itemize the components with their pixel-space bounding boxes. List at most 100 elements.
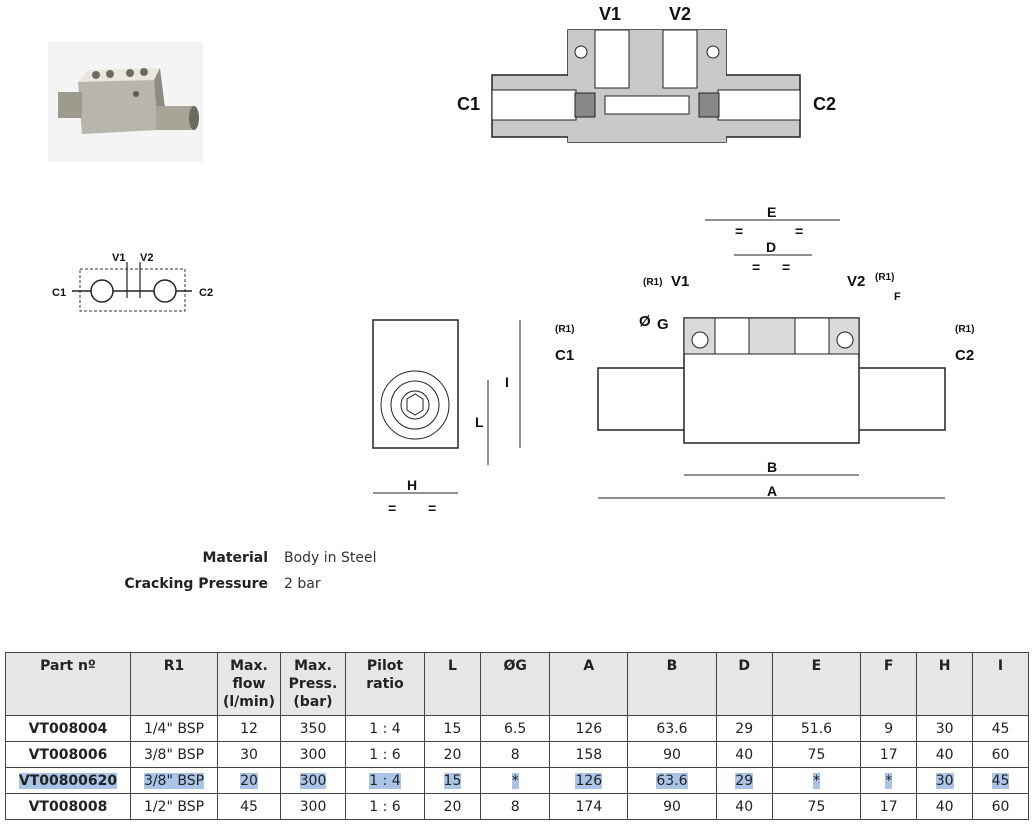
hydraulic-symbol: V1 V2 C1 C2 — [52, 248, 222, 318]
svg-text:=: = — [735, 223, 743, 239]
property-value: Body in Steel — [284, 550, 377, 566]
svg-text:V2: V2 — [669, 4, 691, 24]
svg-text:H: H — [407, 477, 417, 493]
specification-table: Part nº R1 Max. flow (l/min) Max. Press.… — [5, 652, 1029, 820]
cell-max-flow: 45 — [217, 793, 281, 820]
cell-b: 63.6 — [627, 767, 717, 794]
svg-text:Ø: Ø — [639, 313, 651, 330]
svg-text:=: = — [795, 223, 803, 239]
svg-text:=: = — [428, 500, 436, 516]
cell-r1: 3/8" BSP — [130, 767, 218, 794]
cell-g: 6.5 — [479, 715, 551, 742]
cell-max-flow: 20 — [217, 767, 281, 794]
cell-max-press: 300 — [280, 741, 346, 768]
svg-text:=: = — [782, 259, 790, 275]
svg-text:B: B — [767, 459, 777, 475]
cell-f: 17 — [860, 793, 918, 820]
header-i: I — [972, 652, 1029, 716]
cell-pilot-ratio: 1 : 6 — [345, 793, 425, 820]
header-l: L — [424, 652, 481, 716]
cell-a: 126 — [549, 715, 629, 742]
cell-max-press: 350 — [280, 715, 346, 742]
cell-b: 63.6 — [627, 715, 717, 742]
cell-b: 90 — [627, 793, 717, 820]
cell-e: 51.6 — [771, 715, 862, 742]
header-h: H — [916, 652, 974, 716]
cell-h: 30 — [916, 715, 974, 742]
cell-max-flow: 30 — [217, 741, 281, 768]
cell-pilot-ratio: 1 : 6 — [345, 741, 425, 768]
cell-i: 45 — [972, 767, 1029, 794]
cell-pilot-ratio: 1 : 4 — [345, 715, 425, 742]
header-g: ØG — [479, 652, 551, 716]
cell-i: 60 — [972, 741, 1029, 768]
dimension-drawing: H = = I L E = = D = = (R1) V1 V2 (R1) F … — [355, 200, 975, 520]
property-row: Material Body in Steel — [100, 545, 377, 571]
cell-max-press: 300 — [280, 767, 346, 794]
cell-h: 40 — [916, 793, 974, 820]
cell-a: 126 — [549, 767, 629, 794]
cell-f: 17 — [860, 741, 918, 768]
cell-d: 29 — [715, 715, 773, 742]
cell-a: 174 — [549, 793, 629, 820]
header-part: Part nº — [5, 652, 131, 716]
cross-section-drawing: V1 V2 C1 C2 — [455, 0, 855, 150]
cell-e: * — [771, 767, 862, 794]
cell-part: VT008004 — [5, 715, 131, 742]
header-pilot-ratio: Pilot ratio — [345, 652, 425, 716]
cell-pilot-ratio: 1 : 4 — [345, 767, 425, 794]
cell-b: 90 — [627, 741, 717, 768]
property-label: Cracking Pressure — [124, 576, 268, 592]
cell-d: 40 — [715, 741, 773, 768]
svg-text:V1: V1 — [112, 252, 125, 264]
svg-text:C2: C2 — [813, 94, 836, 114]
cell-r1: 1/2" BSP — [130, 793, 218, 820]
header-r1: R1 — [130, 652, 218, 716]
cell-e: 75 — [771, 793, 862, 820]
svg-text:A: A — [767, 483, 777, 499]
svg-text:(R1): (R1) — [643, 277, 662, 288]
svg-text:C1: C1 — [555, 347, 574, 364]
svg-text:(R1): (R1) — [955, 324, 974, 335]
table-header-row: Part nº R1 Max. flow (l/min) Max. Press.… — [5, 652, 1029, 716]
svg-text:V1: V1 — [599, 4, 621, 24]
svg-text:C2: C2 — [955, 347, 974, 364]
cell-l: 15 — [424, 715, 481, 742]
svg-text:=: = — [752, 259, 760, 275]
table-row-highlighted: VT00800620 3/8" BSP 20 300 1 : 4 15 * 12… — [5, 767, 1029, 794]
svg-text:(R1): (R1) — [875, 272, 894, 283]
cell-g: 8 — [479, 741, 551, 768]
cell-r1: 1/4" BSP — [130, 715, 218, 742]
cell-f: 9 — [860, 715, 918, 742]
svg-text:C1: C1 — [457, 94, 480, 114]
header-max-flow: Max. flow (l/min) — [217, 652, 281, 716]
cell-l: 20 — [424, 741, 481, 768]
svg-text:F: F — [894, 291, 901, 303]
cell-e: 75 — [771, 741, 862, 768]
cell-l: 15 — [424, 767, 481, 794]
svg-text:(R1): (R1) — [555, 324, 574, 335]
svg-text:L: L — [475, 414, 484, 430]
svg-text:V1: V1 — [671, 273, 689, 290]
header-e: E — [771, 652, 862, 716]
property-label: Material — [202, 550, 268, 566]
cell-r1: 3/8" BSP — [130, 741, 218, 768]
svg-text:C1: C1 — [52, 287, 66, 299]
svg-text:C2: C2 — [199, 287, 213, 299]
table-row: VT008006 3/8" BSP 30 300 1 : 6 20 8 158 … — [5, 741, 1029, 768]
svg-text:E: E — [767, 204, 776, 220]
svg-text:V2: V2 — [140, 252, 153, 264]
cell-max-press: 300 — [280, 793, 346, 820]
cell-max-flow: 12 — [217, 715, 281, 742]
property-row: Cracking Pressure 2 bar — [100, 571, 377, 597]
cell-part: VT008006 — [5, 741, 131, 768]
properties-list: Material Body in Steel Cracking Pressure… — [100, 545, 377, 597]
svg-text:=: = — [388, 500, 396, 516]
cell-d: 29 — [715, 767, 773, 794]
header-f: F — [860, 652, 918, 716]
cell-a: 158 — [549, 741, 629, 768]
svg-text:G: G — [657, 316, 669, 333]
cell-h: 40 — [916, 741, 974, 768]
header-d: D — [715, 652, 773, 716]
cell-l: 20 — [424, 793, 481, 820]
